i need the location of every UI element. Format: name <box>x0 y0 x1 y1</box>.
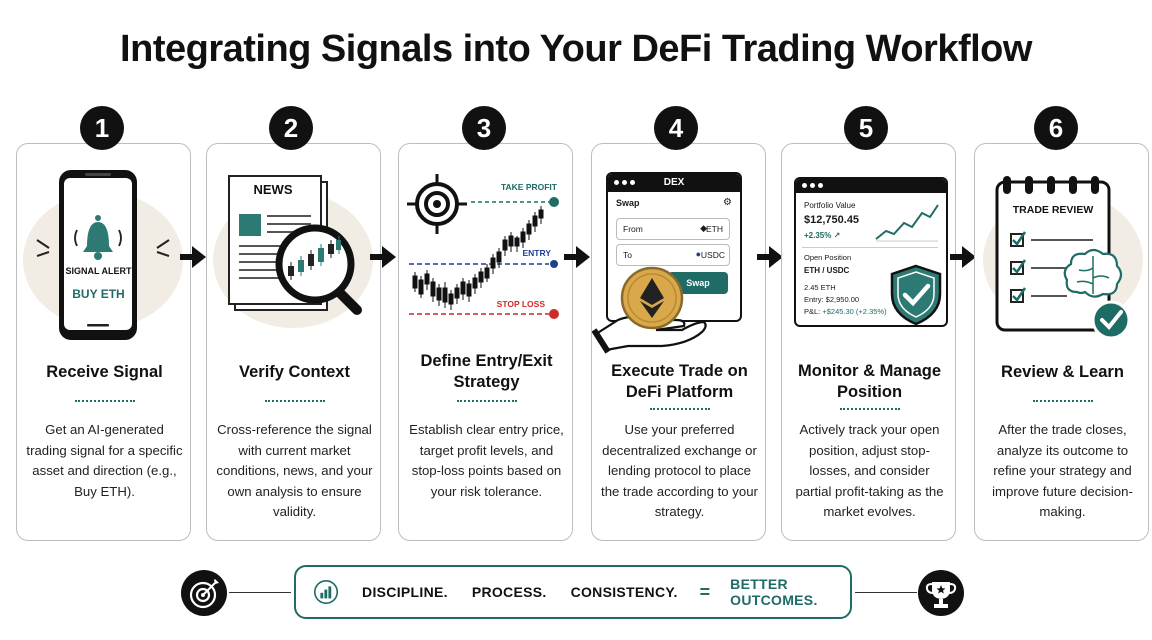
portfolio-titlebar <box>796 179 946 193</box>
page-title: Integrating Signals into Your DeFi Tradi… <box>120 28 1032 70</box>
brain-icon <box>1063 248 1123 298</box>
target-icon <box>407 174 467 234</box>
footer-word-process: PROCESS. <box>471 584 547 600</box>
take-profit-label: TAKE PROFIT <box>500 182 557 192</box>
step-3-title: Define Entry/Exit Strategy <box>420 352 553 391</box>
step-1-divider <box>75 400 135 402</box>
swap-panel-title: Swap <box>616 198 640 208</box>
stop-loss-label: STOP LOSS <box>491 299 545 309</box>
step-4-divider <box>650 408 710 410</box>
footer-word-discipline: DISCIPLINE. <box>362 584 448 600</box>
step-2-description: Cross-reference the signal with current … <box>216 422 373 519</box>
target-arrow-footer-icon <box>181 570 227 616</box>
arrow-right-icon <box>564 246 590 268</box>
step-3-card: TAKE PROFIT ENTRY STOP LOSS Define Entry… <box>398 143 573 541</box>
trophy-footer-icon <box>918 570 964 616</box>
portfolio-value-label: Portfolio Value <box>804 201 856 210</box>
step-2-number-badge: 2 <box>269 106 313 150</box>
footer-equals: = <box>699 581 711 602</box>
step-4-card: DEX Swap ⚙ From ◆ ETH To ● USDC Swap Exe… <box>591 143 766 541</box>
check-badge-icon <box>1091 300 1131 340</box>
position-pnl: P&L: +$245.30 (+2.35%) <box>804 307 887 316</box>
bar-chart-icon <box>314 579 339 605</box>
step-1-title: Receive Signal <box>46 363 163 381</box>
footer-word-consistency: CONSISTENCY. <box>570 584 678 600</box>
footer-left-connector <box>229 592 291 593</box>
signal-alert-label: SIGNAL ALERT <box>65 266 132 276</box>
signal-waves-icon <box>36 239 170 257</box>
step-3-number-badge: 3 <box>462 106 506 150</box>
entry-exit-chart-illustration <box>407 174 559 319</box>
hand-ethereum-coin-icon <box>592 266 707 354</box>
open-position-label: Open Position <box>804 253 852 262</box>
from-token: ETH <box>706 224 723 234</box>
bell-icon <box>74 215 122 260</box>
trade-review-header: TRADE REVIEW <box>1012 204 1094 216</box>
step-5-number-badge: 5 <box>844 106 888 150</box>
step-5-title: Monitor & Manage Position <box>798 362 941 401</box>
settings-gear-icon[interactable]: ⚙ <box>723 197 732 208</box>
step-6-card: TRADE REVIEW Review & Learn After the tr… <box>974 143 1149 541</box>
step-2-title: Verify Context <box>239 363 350 381</box>
step-5-description: Actively track your open position, adjus… <box>795 422 944 519</box>
news-magnifier-illustration <box>213 175 373 328</box>
step-2-card: NEWS Verify Context Cross-reference the … <box>206 143 381 541</box>
step-6-title: Review & Learn <box>1001 363 1124 381</box>
footer-right-connector <box>855 592 917 593</box>
step-5-divider <box>840 408 900 410</box>
position-pair: ETH / USDC <box>804 266 850 275</box>
usdc-coin-icon: ● <box>695 249 701 259</box>
arrow-right-icon <box>757 246 783 268</box>
news-header: NEWS <box>253 182 293 197</box>
phone-alert-illustration <box>23 170 183 340</box>
step-6-description: After the trade closes, analyze its outc… <box>992 422 1133 519</box>
trade-review-notebook-illustration <box>983 176 1143 340</box>
buy-eth-label: BUY ETH <box>72 287 125 301</box>
eth-diamond-icon: ◆ <box>700 223 707 233</box>
entry-label: ENTRY <box>522 248 552 258</box>
step-1-description: Get an AI-generated trading signal for a… <box>26 422 183 499</box>
step-6-divider <box>1033 400 1093 402</box>
footer-outcome: BETTER OUTCOMES. <box>730 576 818 608</box>
candlestick-chart-icon <box>412 206 544 310</box>
shield-check-icon <box>890 264 942 326</box>
to-token-field[interactable]: To ● USDC <box>616 244 730 266</box>
step-1-number-badge: 1 <box>80 106 124 150</box>
pnl-label: P&L: <box>804 307 821 316</box>
arrow-right-icon <box>180 246 206 268</box>
to-label: To <box>623 250 632 260</box>
step-3-description: Establish clear entry price, target prof… <box>409 422 564 499</box>
step-5-card: Portfolio Value $12,750.45 +2.35% ↗ Open… <box>781 143 956 541</box>
dex-window-title: DEX <box>663 177 685 188</box>
pnl-value: +$245.30 (+2.35%) <box>822 307 887 316</box>
from-token-field[interactable]: From ◆ ETH <box>616 218 730 240</box>
step-6-number-badge: 6 <box>1034 106 1078 150</box>
magnifier-icon <box>275 224 362 315</box>
step-2-divider <box>265 400 325 402</box>
portfolio-value: $12,750.45 <box>804 214 860 226</box>
position-amount: 2.45 ETH <box>804 283 836 292</box>
portfolio-trend-line-icon <box>875 204 939 242</box>
footer-motto-bar: DISCIPLINE. PROCESS. CONSISTENCY. = BETT… <box>294 565 852 619</box>
portfolio-change: +2.35% ↗ <box>804 231 841 240</box>
step-1-card: SIGNAL ALERT BUY ETH Receive Signal Get … <box>16 143 191 541</box>
step-4-title: Execute Trade on DeFi Platform <box>611 362 748 401</box>
step-3-divider <box>457 400 517 402</box>
from-label: From <box>623 224 643 234</box>
swap-button[interactable]: Swap <box>668 272 728 294</box>
to-token: USDC <box>700 250 725 260</box>
dex-titlebar: DEX <box>608 174 740 192</box>
step-4-description: Use your preferred decentralized exchang… <box>601 422 758 519</box>
arrow-right-icon <box>370 246 396 268</box>
arrow-right-icon <box>950 246 976 268</box>
position-entry: Entry: $2,950.00 <box>804 295 860 304</box>
step-4-number-badge: 4 <box>654 106 698 150</box>
